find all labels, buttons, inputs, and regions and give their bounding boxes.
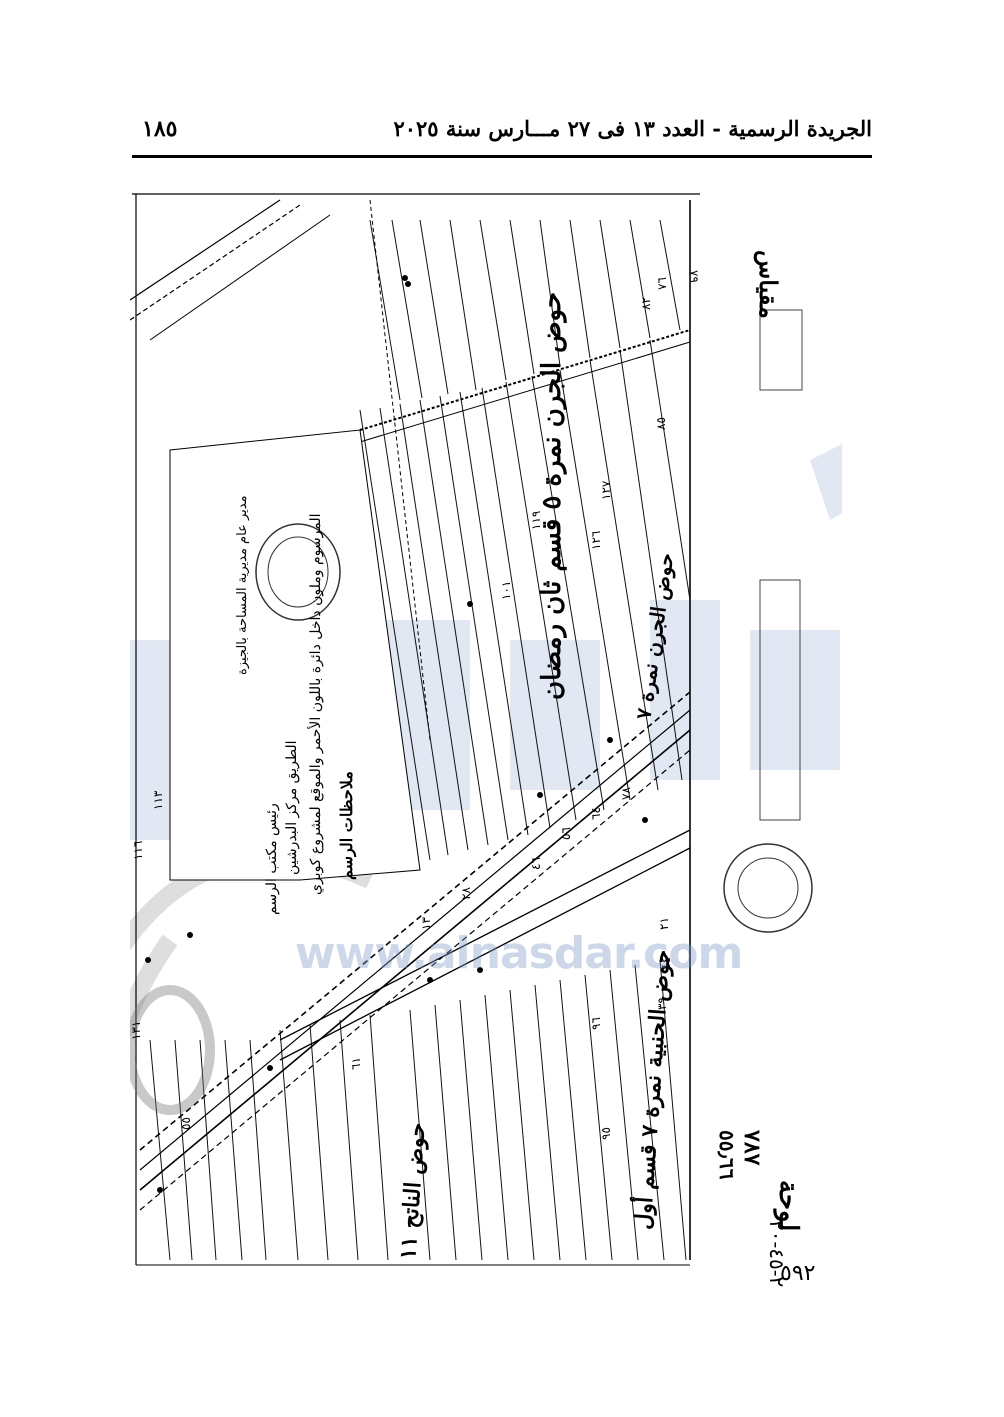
parcel-number: ٤٦ xyxy=(529,857,543,870)
parcel-number: ٣٩ xyxy=(655,997,669,1010)
page-header: الجريدة الرسمية - العدد ١٣ فى ٢٧ مـــارس… xyxy=(132,112,872,156)
parcel-number: ٤٤ xyxy=(659,957,673,970)
sheet-box xyxy=(759,309,803,821)
notes-line-2: الطريق مركز البدرشين xyxy=(284,740,300,875)
sheet-label: لوحة xyxy=(773,1180,803,1231)
watermark-url: www.alnasdar.com xyxy=(295,928,743,979)
survey-points xyxy=(145,275,648,1193)
road-band xyxy=(130,199,691,1211)
bottom-code: ٥٩٢ xyxy=(780,1261,815,1286)
parcel-number: ٩٥ xyxy=(599,1127,613,1140)
hod-label-4: حوض الحنبية نمرة ٧ قسم أول xyxy=(627,949,675,1231)
parcel-number: ١٠١ xyxy=(499,581,513,600)
sheet-number: ٧٨٧ xyxy=(739,1129,765,1166)
parcel-number: ٥٦ xyxy=(559,827,573,840)
hod-label-1: حوض الجرن نمرة ٥ قسم ثان رمضان xyxy=(537,292,567,700)
map-drawing: حوض الجرن نمرة ٥ قسم ثان رمضان حوض الجرن… xyxy=(130,193,842,1290)
notes-title: ملاحظات الرسم xyxy=(337,771,357,880)
parcel-number: ٩٦ xyxy=(589,1017,603,1030)
parcel-number: ١١٦ xyxy=(131,841,145,860)
parcel-number: ٧٦ xyxy=(655,277,669,290)
notes-panel xyxy=(169,429,421,881)
parcel-lines xyxy=(149,219,691,1261)
hod-label-3: حوض الناتح ١١ xyxy=(395,1122,430,1260)
page-number: ١٨٥ xyxy=(142,116,178,142)
parcel-number: ١١٣ xyxy=(151,790,165,810)
stamp-caption: مدير عام مديرية المساحة بالجيزة xyxy=(235,495,250,675)
notes-line-3: رئيس مكتب الرسم xyxy=(264,803,280,915)
top-code: ٧٩ xyxy=(687,270,701,283)
parcel-number: ٢١ xyxy=(657,917,671,930)
parcel-number: ١٣ xyxy=(419,917,433,930)
parcel-number: ٦٤ xyxy=(589,807,603,820)
survey-map: حوض الجرن نمرة ٥ قسم ثان رمضان حوض الجرن… xyxy=(130,180,842,1290)
parcel-numbers: ١٢٧ ١٢٦ ١١٩ ١٠١ ٨٥ ٨٢ ٧٨ ٧٦ ٦٤ ٥٦ ٤٦ ٢٨ … xyxy=(130,277,673,1140)
sheet-sub: ٥٥٫٦٦ xyxy=(715,1130,739,1180)
parcel-number: ٥٥ xyxy=(179,1117,193,1130)
gazette-title: الجريدة الرسمية - العدد ١٣ فى ٢٧ مـــارس… xyxy=(393,116,872,141)
parcel-number: ٨٢ xyxy=(639,297,653,310)
side-label: مقياس xyxy=(753,250,783,319)
notes-line-1: المرسوم وملون داخل دائرة باللون الأحمر و… xyxy=(306,513,324,895)
parcel-number: ٢٨ xyxy=(459,887,473,900)
header-rule xyxy=(132,155,872,158)
official-stamp xyxy=(130,523,813,1115)
bottom-code-2: ٢١-٤٥-٢٠ xyxy=(765,1220,789,1290)
parcel-number: ٨٥ xyxy=(654,417,668,430)
parcel-number: ١٢٦ xyxy=(589,531,603,550)
parcel-number: ٧٨ xyxy=(619,787,633,800)
parcel-number: ١٣١ xyxy=(130,1021,143,1040)
parcel-number: ١٢٧ xyxy=(599,480,613,500)
parcel-number: ٦١ xyxy=(349,1057,363,1070)
parcel-number: ١١٩ xyxy=(529,511,543,530)
